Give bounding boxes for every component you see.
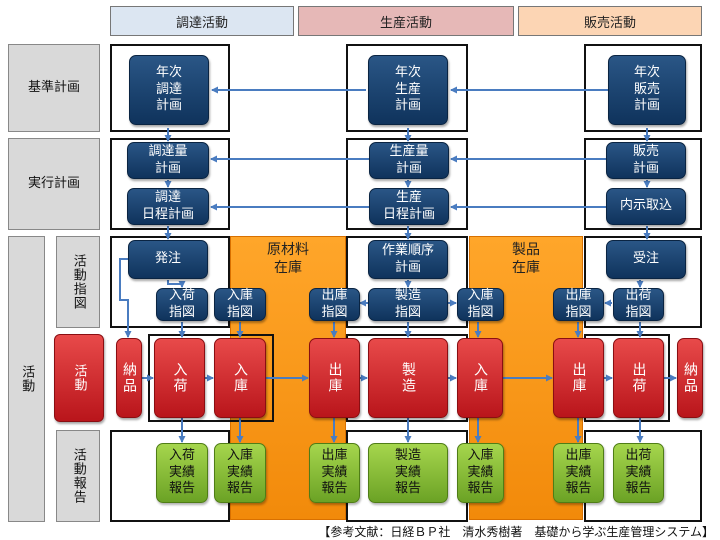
purchase-order-label: 発注 xyxy=(154,251,181,267)
reference-caption: 【参考文献：日経ＢＰ社 清水秀樹著 基礎から学ぶ生産管理システム】 xyxy=(318,525,714,539)
issue-instruction-2-label: 出庫 指図 xyxy=(565,287,592,320)
warehousing-instruction-2-label: 入庫 指図 xyxy=(467,287,494,320)
receiving-instruction-label: 入荷 指図 xyxy=(168,287,195,320)
issue-report-1-label: 出庫 実績 報告 xyxy=(321,447,348,497)
warehousing-instruction-1-label: 入庫 指図 xyxy=(226,287,253,320)
delivery-in: 納品 xyxy=(116,338,142,418)
row-header-activity-execution: 活動 xyxy=(54,334,104,422)
shipping-report-label: 出荷 実績 報告 xyxy=(625,447,652,497)
receiving-label: 入荷 xyxy=(171,362,188,394)
production-qty-plan: 生産量 計画 xyxy=(369,142,449,179)
warehousing-report-2: 入庫 実績 報告 xyxy=(457,443,504,503)
row-header-activity-report: 活動報告 xyxy=(56,430,100,522)
warehousing-2-label: 入庫 xyxy=(472,362,488,394)
issue-2: 出庫 xyxy=(553,338,604,418)
row-header-activity-instruction: 活動指図 xyxy=(56,236,100,328)
row-header-activity-execution-label: 活動 xyxy=(71,364,87,392)
receiving: 入荷 xyxy=(154,338,205,418)
warehousing-instruction-1: 入庫 指図 xyxy=(214,288,266,321)
annual-procurement-plan: 年次 調達 計画 xyxy=(129,55,209,125)
row-header-execution-plan: 実行計画 xyxy=(8,138,100,230)
annual-production-plan: 年次 生産 計画 xyxy=(368,55,448,125)
warehousing-1: 入庫 xyxy=(214,338,266,418)
row-header-activity-report-label: 活動報告 xyxy=(70,448,86,504)
issue-instruction-2: 出庫 指図 xyxy=(553,288,604,321)
warehousing-1-label: 入庫 xyxy=(232,362,248,394)
issue-instruction-1: 出庫 指図 xyxy=(309,288,360,321)
warehousing-instruction-2: 入庫 指図 xyxy=(457,288,504,321)
manufacturing-report-label: 製造 実績 報告 xyxy=(394,447,421,497)
column-header-production: 生産活動 xyxy=(298,6,514,36)
delivery-in-label: 納品 xyxy=(121,362,137,394)
procurement-schedule-label: 調達 日程計画 xyxy=(141,189,194,222)
arrow-purchase-order-to-delivery xyxy=(119,258,132,338)
row-header-basic-plan: 基準計画 xyxy=(8,44,100,132)
order-receipt: 受注 xyxy=(606,240,686,279)
column-header-sales: 販売活動 xyxy=(518,6,702,36)
row-header-activity-label: 活動 xyxy=(19,365,35,393)
annual-production-plan-label: 年次 生産 計画 xyxy=(394,64,421,114)
shipping-report: 出荷 実績 報告 xyxy=(613,443,664,503)
frame-sales-instruction xyxy=(584,236,702,328)
receiving-report-label: 入荷 実績 報告 xyxy=(168,447,195,497)
warehousing-report-1-label: 入庫 実績 報告 xyxy=(226,447,253,497)
production-qty-plan-label: 生産量 計画 xyxy=(389,143,429,176)
annual-sales-plan-label: 年次 販売 計画 xyxy=(633,64,660,114)
purchase-order: 発注 xyxy=(128,240,208,279)
product-inventory-label: 製品 在庫 xyxy=(512,242,540,277)
procurement-qty-plan-label: 調達量 計画 xyxy=(148,143,188,176)
row-header-activity: 活動 xyxy=(8,236,45,522)
delivery-out: 納品 xyxy=(677,338,703,418)
procurement-schedule: 調達 日程計画 xyxy=(127,188,209,225)
shipping: 出荷 xyxy=(613,338,664,418)
issue-report-2-label: 出庫 実績 報告 xyxy=(565,447,592,497)
frame-procurement-basic xyxy=(110,44,230,132)
manufacturing-instruction-label: 製造 指図 xyxy=(394,287,421,320)
frame-sales-execution xyxy=(584,138,702,230)
delivery-out-label: 納品 xyxy=(682,362,698,394)
manufacturing-label: 製造 xyxy=(400,362,416,394)
frame-sales-basic xyxy=(584,44,702,132)
receiving-instruction: 入荷 指図 xyxy=(156,288,208,321)
column-header-procurement: 調達活動 xyxy=(110,6,294,36)
arrow-purchase-order-to-receiving-instruction xyxy=(167,280,186,288)
shipping-instruction: 出荷 指図 xyxy=(613,288,664,321)
issue-1-label: 出庫 xyxy=(326,362,343,394)
manufacturing-report: 製造 実績 報告 xyxy=(368,443,448,503)
issue-report-2: 出庫 実績 報告 xyxy=(553,443,604,503)
informal-order-intake: 内示取込 xyxy=(606,188,686,225)
order-receipt-label: 受注 xyxy=(632,251,659,267)
issue-instruction-1-label: 出庫 指図 xyxy=(321,287,348,320)
issue-report-1: 出庫 実績 報告 xyxy=(309,443,360,503)
shipping-label: 出荷 xyxy=(630,362,647,394)
sales-plan: 販売 計画 xyxy=(606,142,686,179)
informal-order-intake-label: 内示取込 xyxy=(619,198,672,214)
receiving-report: 入荷 実績 報告 xyxy=(156,443,208,503)
annual-procurement-plan-label: 年次 調達 計画 xyxy=(155,64,182,114)
sales-plan-label: 販売 計画 xyxy=(632,143,659,176)
warehousing-report-1: 入庫 実績 報告 xyxy=(214,443,266,503)
issue-1: 出庫 xyxy=(309,338,360,418)
issue-2-label: 出庫 xyxy=(570,362,587,394)
procurement-qty-plan: 調達量 計画 xyxy=(127,142,209,179)
raw-material-inventory-label: 原材料 在庫 xyxy=(267,242,309,277)
work-sequence-plan-label: 作業順序 計画 xyxy=(381,242,434,275)
work-sequence-plan: 作業順序 計画 xyxy=(368,240,448,279)
annual-sales-plan: 年次 販売 計画 xyxy=(608,55,686,125)
warehousing-2: 入庫 xyxy=(457,338,503,418)
row-header-activity-instruction-label: 活動指図 xyxy=(70,254,86,310)
manufacturing-instruction: 製造 指図 xyxy=(368,288,448,321)
manufacturing: 製造 xyxy=(368,338,448,418)
production-schedule-label: 生産 日程計画 xyxy=(382,189,435,222)
warehousing-report-2-label: 入庫 実績 報告 xyxy=(467,447,494,497)
shipping-instruction-label: 出荷 指図 xyxy=(625,287,652,320)
production-schedule: 生産 日程計画 xyxy=(369,188,449,225)
